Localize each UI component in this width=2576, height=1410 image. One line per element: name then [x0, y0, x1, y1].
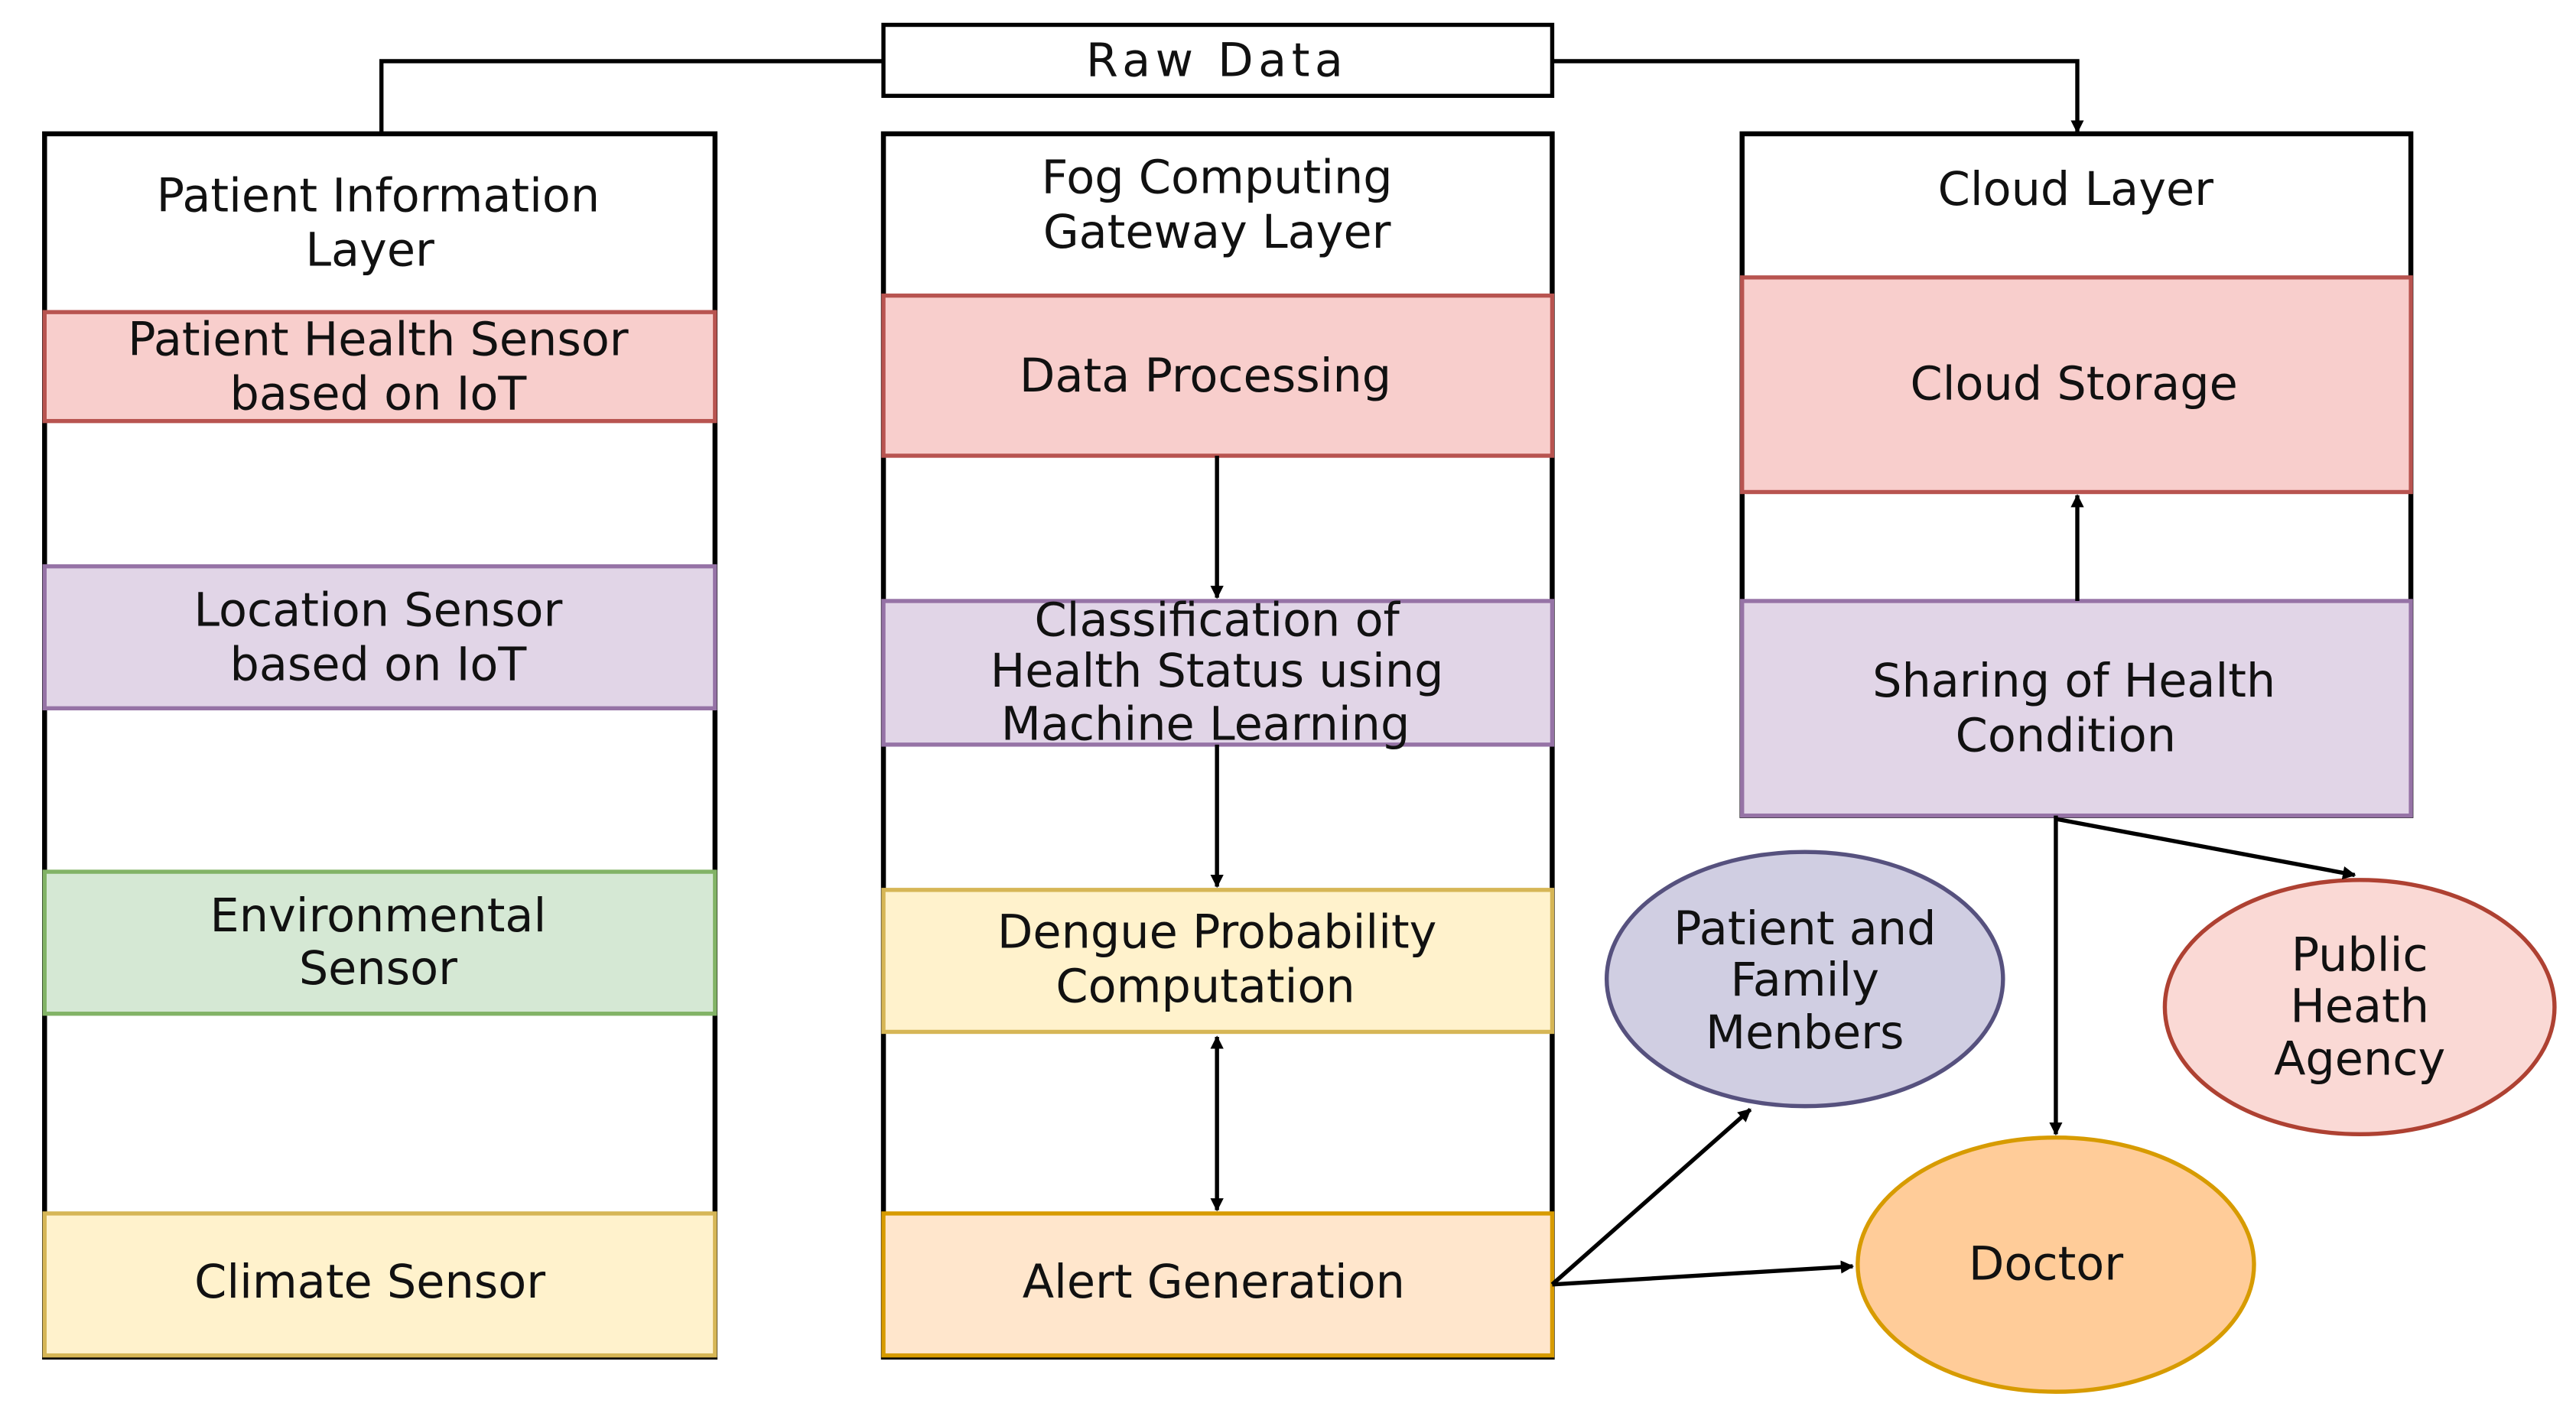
svg-text:Fog Computing: Fog Computing: [1042, 151, 1393, 205]
svg-text:Sensor: Sensor: [299, 942, 457, 996]
svg-text:Gateway Layer: Gateway Layer: [1043, 206, 1391, 259]
svg-text:Dengue Probability: Dengue Probability: [997, 905, 1437, 959]
svg-text:Data Processing: Data Processing: [1020, 349, 1391, 403]
patient-health-sensor-box: Patient Health Sensor based on IoT: [42, 310, 717, 424]
svg-text:Patient and: Patient and: [1673, 902, 1936, 956]
doctor-node: Doctor: [1856, 1135, 2256, 1394]
patient-family-node: Patient and Family Menbers: [1604, 850, 2005, 1109]
patient-layer-title: Patient Information Layer: [157, 169, 600, 277]
raw-data-label: Raw Data: [1086, 34, 1348, 87]
svg-text:Environmental: Environmental: [210, 889, 547, 943]
svg-text:based on IoT: based on IoT: [229, 368, 527, 421]
svg-text:Sharing of Health: Sharing of Health: [1872, 655, 2275, 708]
svg-text:Menbers: Menbers: [1706, 1006, 1904, 1060]
svg-text:Doctor: Doctor: [1969, 1237, 2123, 1291]
svg-text:Location Sensor: Location Sensor: [194, 583, 562, 637]
svg-text:Heath: Heath: [2290, 980, 2429, 1034]
classification-box: Classification of Health Status using Ma…: [881, 593, 1555, 751]
data-processing-box: Data Processing: [881, 293, 1555, 458]
svg-text:Cloud Layer: Cloud Layer: [1938, 163, 2214, 216]
svg-text:Computation: Computation: [1055, 960, 1355, 1014]
public-health-agency-node: Public Heath Agency: [2162, 878, 2557, 1137]
svg-text:Public: Public: [2291, 929, 2428, 983]
sharing-health-condition-box: Sharing of Health Condition: [1740, 599, 2413, 818]
svg-text:Alert Generation: Alert Generation: [1023, 1256, 1405, 1309]
climate-sensor-box: Climate Sensor: [42, 1211, 717, 1358]
sharing-to-agency-arrow: [2055, 817, 2356, 879]
svg-text:Health Status using: Health Status using: [990, 645, 1444, 698]
svg-text:Layer: Layer: [305, 224, 434, 278]
svg-text:Agency: Agency: [2274, 1033, 2445, 1087]
raw-data-to-patient-line: [379, 59, 884, 136]
raw-data-to-cloud-arrow: [1552, 59, 2084, 134]
environmental-sensor-box: Environmental Sensor: [42, 869, 717, 1016]
svg-text:Family: Family: [1731, 954, 1879, 1007]
svg-text:Condition: Condition: [1956, 709, 2176, 762]
alert-to-doctor-arrow: [1552, 1260, 1855, 1287]
svg-text:Machine Learning: Machine Learning: [1001, 697, 1410, 751]
fog-layer-title: Fog Computing Gateway Layer: [1042, 151, 1393, 259]
alert-generation-box: Alert Generation: [881, 1211, 1555, 1358]
cloud-storage-box: Cloud Storage: [1740, 275, 2413, 495]
svg-text:based on IoT: based on IoT: [229, 638, 527, 692]
dengue-probability-box: Dengue Probability Computation: [881, 888, 1555, 1035]
svg-text:Classification of: Classification of: [1034, 593, 1400, 647]
svg-text:Patient Health Sensor: Patient Health Sensor: [128, 313, 629, 366]
alert-to-family-arrow: [1550, 1107, 1752, 1286]
raw-data-node: Raw Data: [881, 22, 1555, 99]
svg-text:Climate Sensor: Climate Sensor: [194, 1256, 545, 1309]
cloud-layer-title: Cloud Layer: [1938, 163, 2214, 216]
location-sensor-box: Location Sensor based on IoT: [42, 564, 717, 711]
svg-text:Cloud Storage: Cloud Storage: [1911, 358, 2238, 411]
svg-text:Patient Information: Patient Information: [157, 169, 600, 223]
